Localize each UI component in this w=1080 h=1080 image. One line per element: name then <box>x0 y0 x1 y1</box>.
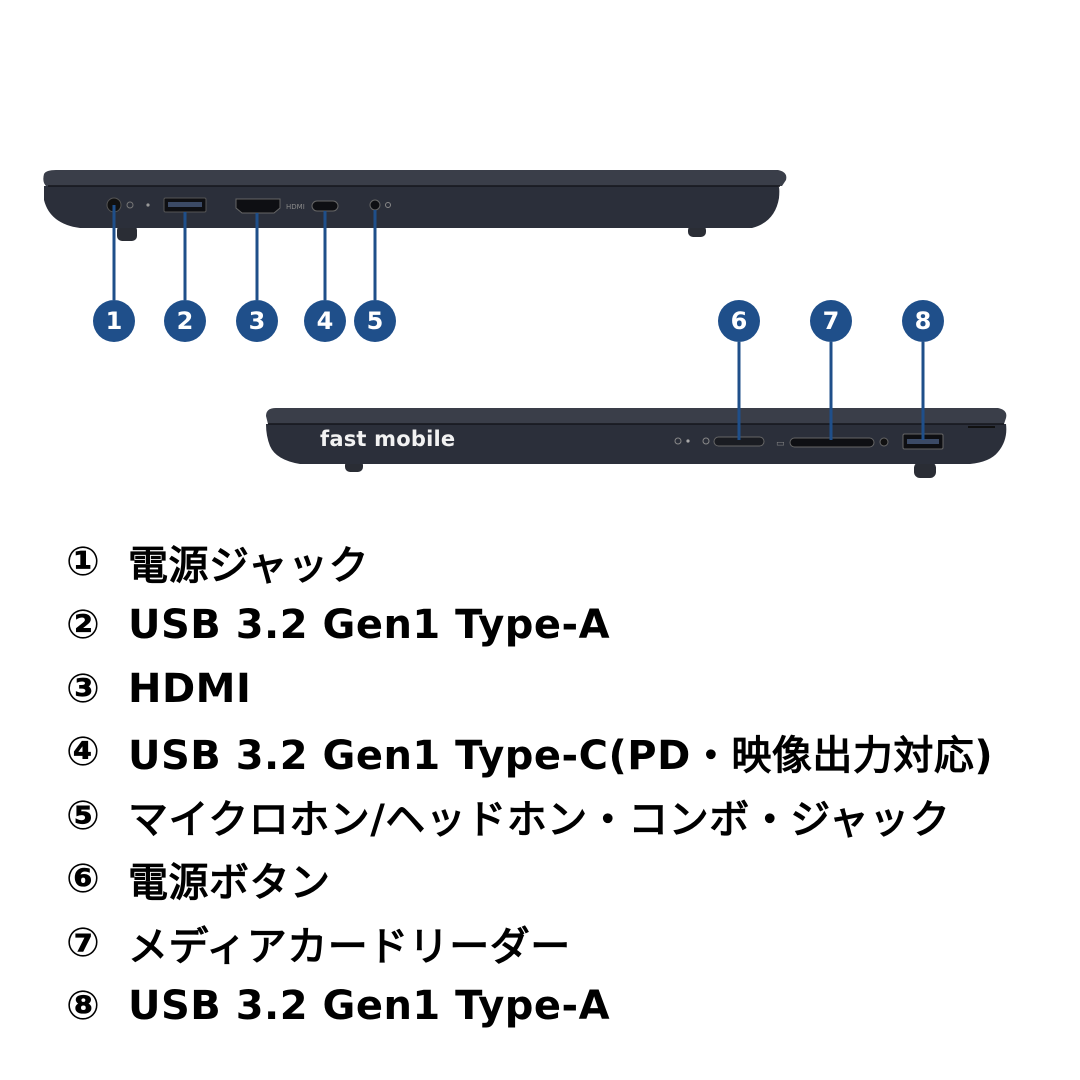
port-number: ② <box>66 602 101 649</box>
callout-1: 1 <box>93 300 135 342</box>
callout-2: 2 <box>164 300 206 342</box>
port-number: ⑥ <box>66 856 101 903</box>
port-label: メディアカードリーダー <box>128 923 571 970</box>
hdmi-port-label: HDMI <box>286 203 305 211</box>
port-label: 電源ボタン <box>128 860 331 907</box>
port-number: ⑤ <box>66 792 101 839</box>
laptop-foot <box>117 225 137 241</box>
callout-8: 8 <box>902 300 944 342</box>
port-label: USB 3.2 Gen1 Type-A <box>128 602 611 649</box>
port-legend-item: ⑥ 電源ボタン <box>66 848 1066 912</box>
port-legend-item: ① 電源ジャック <box>66 530 1066 594</box>
port-label: USB 3.2 Gen1 Type-C(PD・映像出力対応) <box>128 733 994 780</box>
laptop-lid <box>43 170 787 186</box>
laptop-base <box>266 424 1007 464</box>
laptop-side-views: HDMI <box>43 170 1007 478</box>
port-legend-item: ⑤ マイクロホン/ヘッドホン・コンボ・ジャック <box>66 784 1066 848</box>
callout-6: 6 <box>718 300 760 342</box>
laptop-lid <box>266 408 1007 424</box>
port-label: 電源ジャック <box>128 542 369 589</box>
port-legend-item: ⑧ USB 3.2 Gen1 Type-A <box>66 975 1066 1039</box>
laptop-foot <box>914 462 936 478</box>
laptop-base <box>44 186 780 228</box>
callout-7: 7 <box>810 300 852 342</box>
port-number: ⑦ <box>66 919 101 966</box>
port-number: ① <box>66 538 101 585</box>
port-label: USB 3.2 Gen1 Type-A <box>128 983 611 1030</box>
svg-text:▭: ▭ <box>776 439 785 449</box>
usb-c-port <box>311 200 339 212</box>
hdmi-port <box>235 198 281 214</box>
port-number: ④ <box>66 729 101 776</box>
callout-4: 4 <box>304 300 346 342</box>
port-legend-item: ② USB 3.2 Gen1 Type-A <box>66 594 1066 658</box>
port-legend-item: ④ USB 3.2 Gen1 Type-C(PD・映像出力対応) <box>66 721 1066 785</box>
port-label: HDMI <box>128 665 252 712</box>
port-number: ⑧ <box>66 983 101 1030</box>
port-label: マイクロホン/ヘッドホン・コンボ・ジャック <box>128 796 951 843</box>
callout-3: 3 <box>236 300 278 342</box>
port-legend-item: ③ HDMI <box>66 657 1066 721</box>
port-legend-item: ⑦ メディアカードリーダー <box>66 911 1066 975</box>
laptop-left-side: HDMI <box>43 170 787 300</box>
brand-logo: fast mobile <box>320 427 456 451</box>
callout-5: 5 <box>354 300 396 342</box>
port-number: ③ <box>66 665 101 712</box>
laptop-right-side: ▭ <box>266 342 1007 478</box>
audio-jack-port <box>369 199 381 211</box>
port-legend: ① 電源ジャック ② USB 3.2 Gen1 Type-A ③ HDMI ④ … <box>66 530 1066 1038</box>
